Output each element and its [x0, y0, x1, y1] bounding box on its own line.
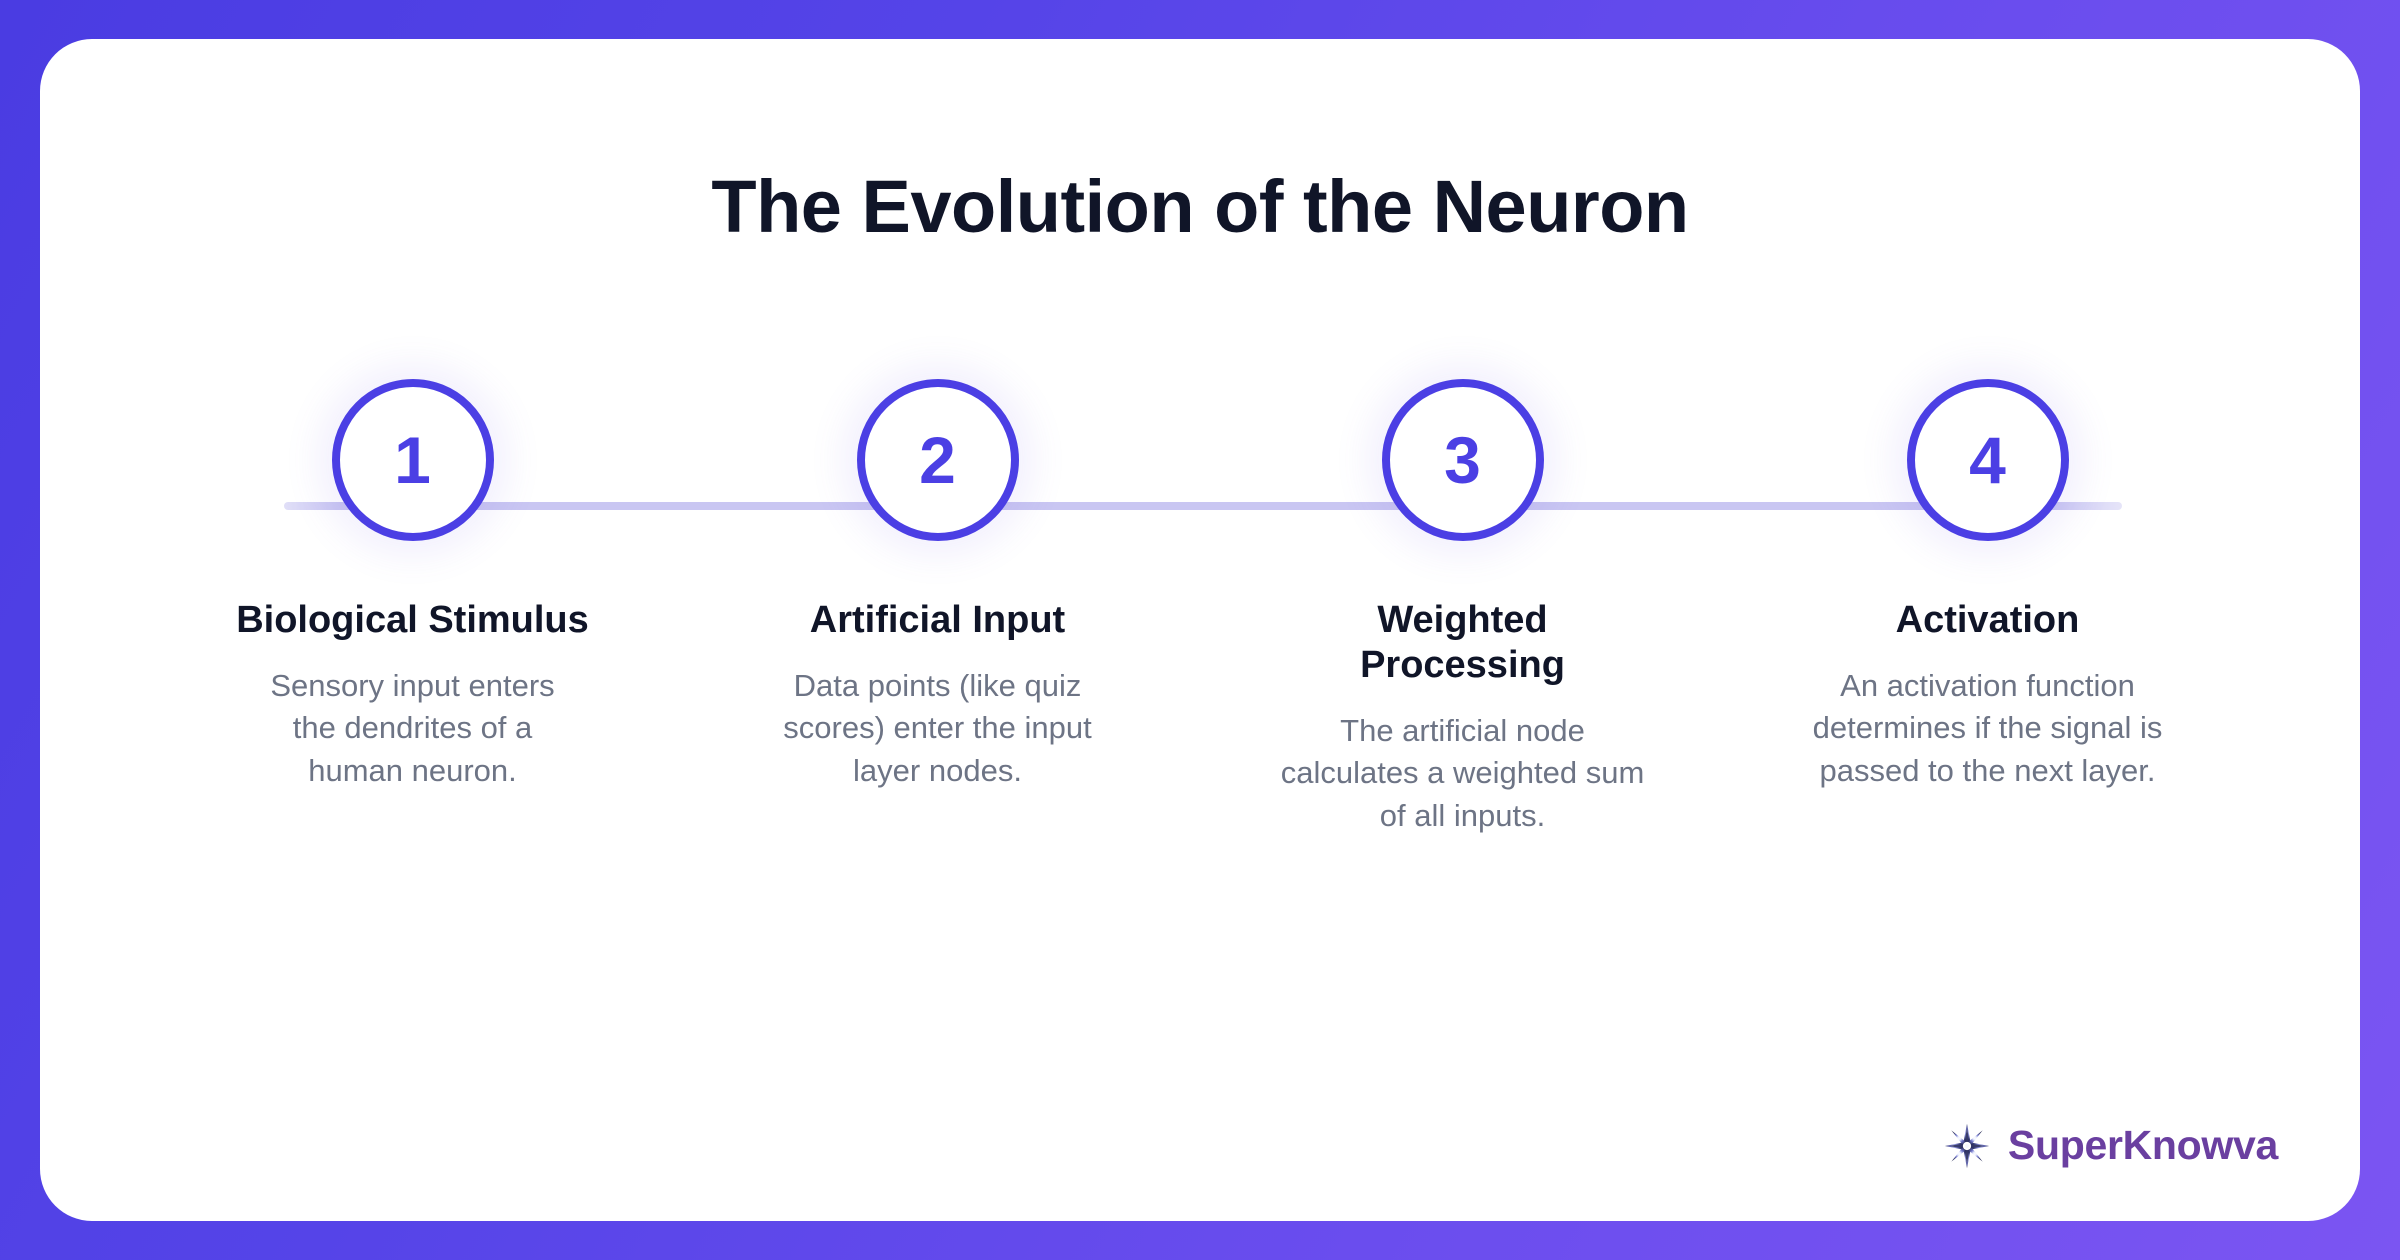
- step-3-circle: 3: [1381, 379, 1544, 541]
- step-2-description: Data points (like quiz scores) enter the…: [783, 667, 1092, 788]
- step-1-description: Sensory input enters the dendrites of a …: [270, 667, 555, 788]
- step-2-circle: 2: [856, 379, 1019, 541]
- step-3-description: The artificial node calculates a weighte…: [1280, 712, 1645, 833]
- step-1-number: 1: [394, 423, 431, 497]
- timeline-connector-line: [284, 502, 2122, 510]
- timeline-step-4: 4 Activation An activation function dete…: [1725, 379, 2250, 792]
- step-4-number: 4: [1969, 423, 2006, 497]
- timeline-step-3: 3 Weighted Processing The artificial nod…: [1200, 379, 1725, 837]
- step-1-circle: 1: [331, 379, 494, 541]
- step-4-circle: 4: [1906, 379, 2069, 541]
- timeline-step-2: 2 Artificial Input Data points (like qui…: [675, 379, 1200, 792]
- step-2-number: 2: [919, 423, 956, 497]
- infographic-card: The Evolution of the Neuron 1 Biological…: [40, 39, 2360, 1221]
- step-4-description: An activation function determines if the…: [1812, 667, 2163, 788]
- timeline-steps: 1 Biological Stimulus Sensory input ente…: [150, 379, 2250, 939]
- timeline: 1 Biological Stimulus Sensory input ente…: [150, 379, 2250, 939]
- step-3-number: 3: [1444, 423, 1481, 497]
- step-1-heading: Biological Stimulus: [236, 599, 589, 641]
- brand-name: SuperKnowva: [2007, 1122, 2278, 1168]
- step-2-heading: Artificial Input: [809, 599, 1066, 641]
- step-4-heading: Activation: [1895, 599, 2080, 641]
- starburst-icon: [1944, 1123, 1990, 1169]
- timeline-step-1: 1 Biological Stimulus Sensory input ente…: [150, 379, 675, 792]
- brand-logo: SuperKnowva: [1944, 1122, 2278, 1169]
- step-3-heading: Weighted Processing: [1360, 599, 1565, 686]
- page-title: The Evolution of the Neuron: [711, 165, 1689, 248]
